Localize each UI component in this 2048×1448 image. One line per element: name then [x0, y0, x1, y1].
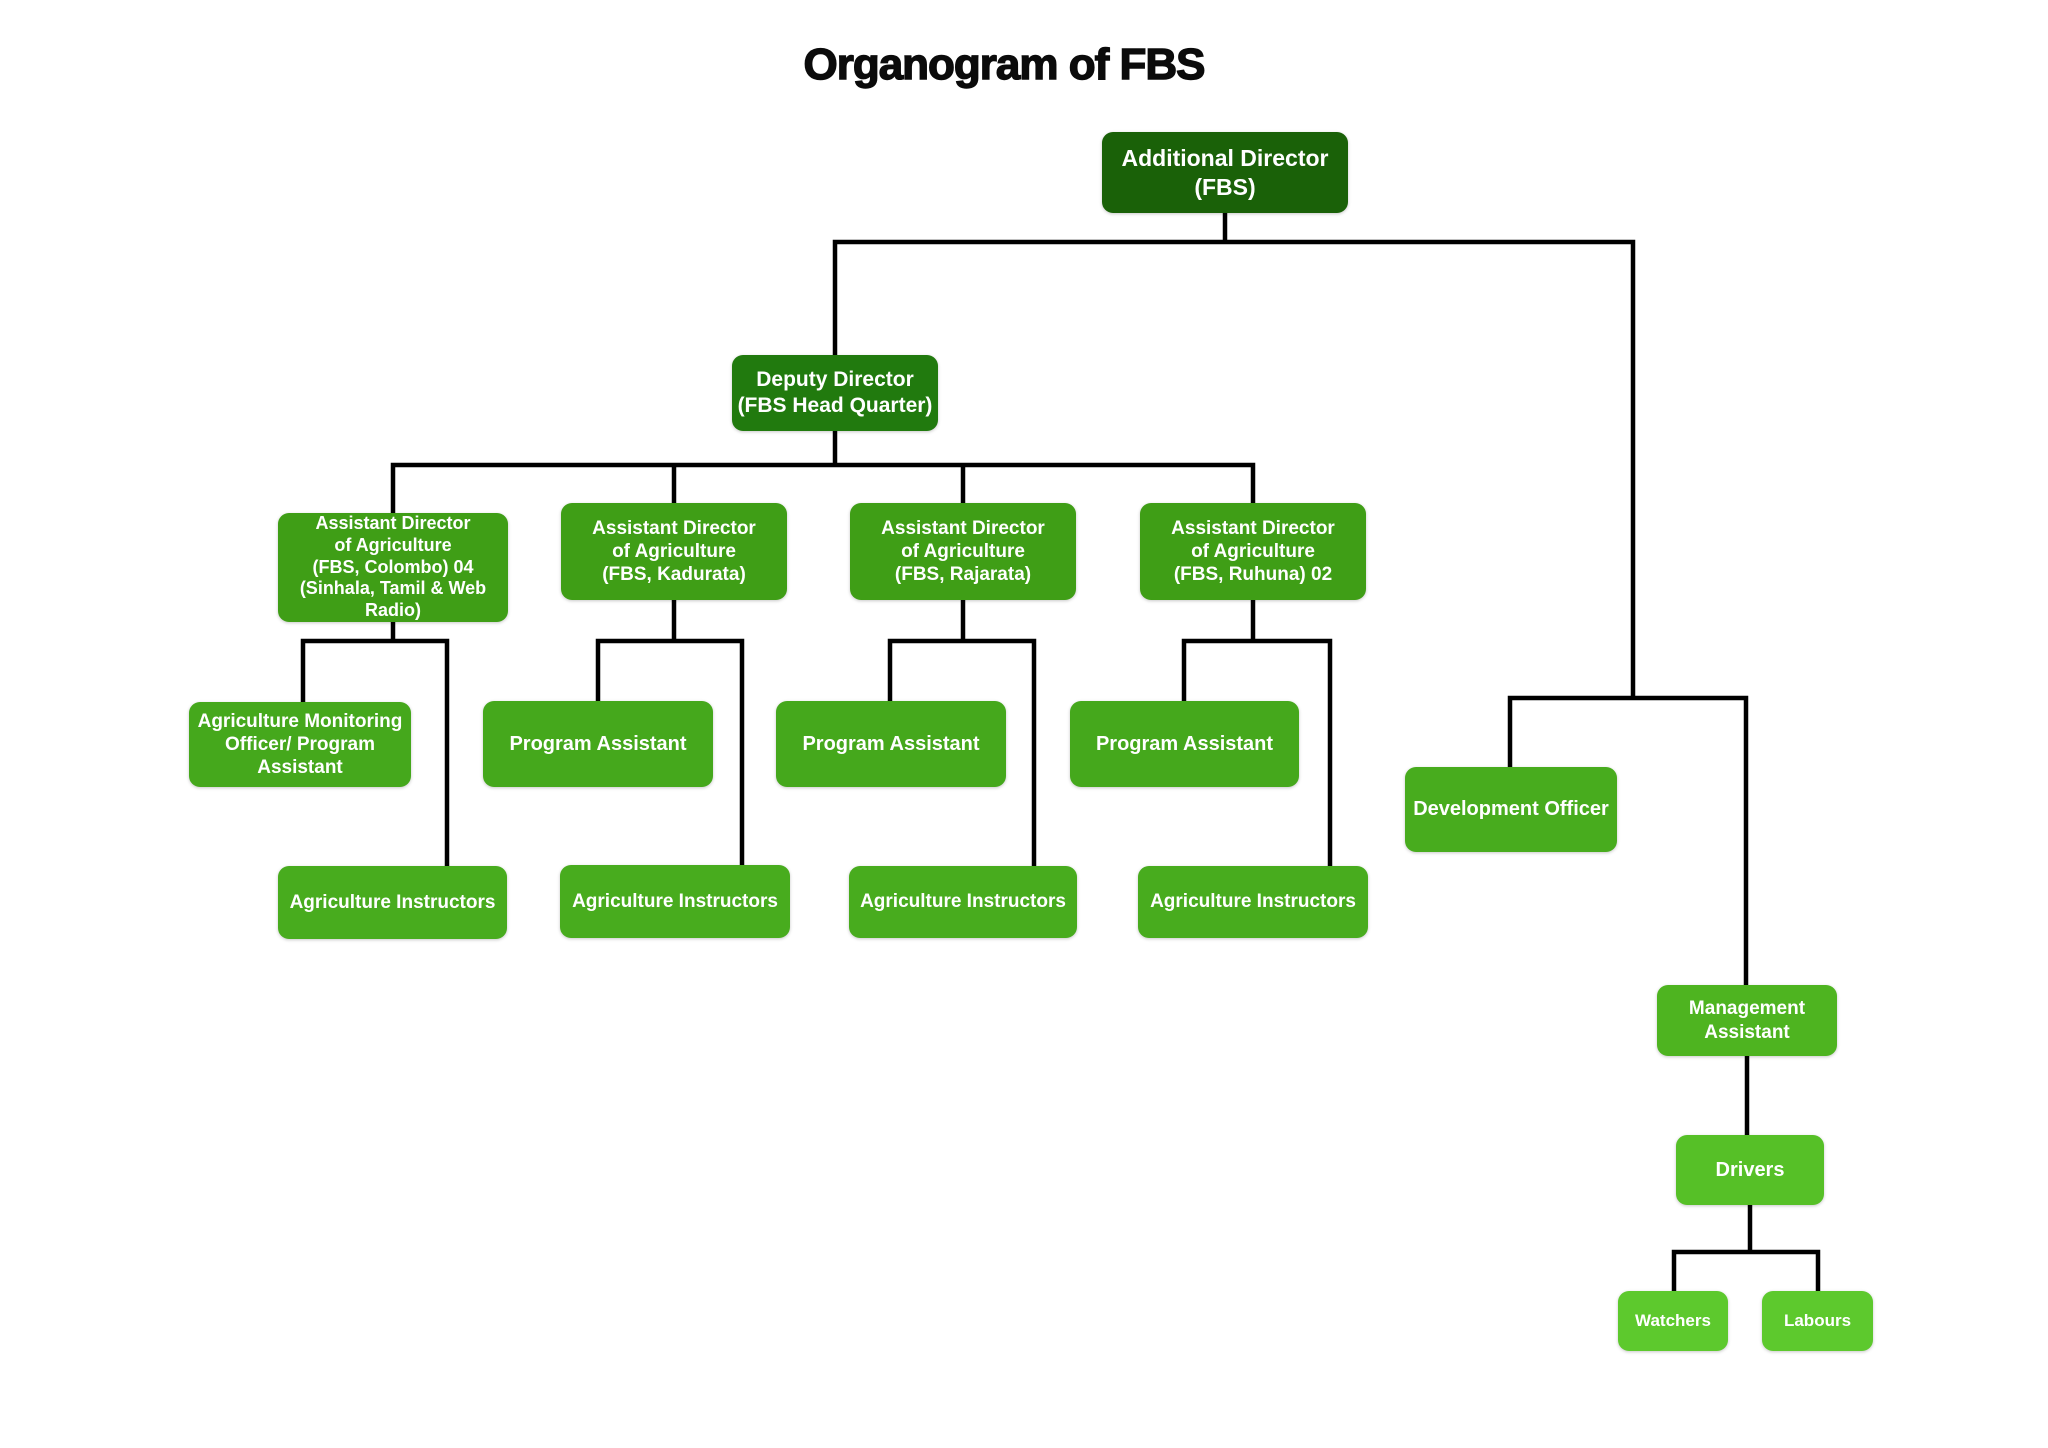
- node-label-line: Assistant Director: [1171, 517, 1335, 539]
- node-agriculture-instructors-1: Agriculture Instructors: [278, 866, 507, 939]
- node-label-line: Program Assistant: [802, 732, 980, 755]
- node-label-line: Agriculture Instructors: [860, 891, 1066, 913]
- node-agriculture-instructors-2: Agriculture Instructors: [560, 865, 790, 938]
- connector-subtree1-branch: [300, 638, 450, 872]
- node-development-officer: Development Officer: [1405, 767, 1617, 852]
- node-label-line: Agriculture Monitoring: [197, 710, 403, 732]
- node-label-line: Agriculture Instructors: [289, 891, 496, 913]
- node-label-line: (FBS, Kadurata): [602, 564, 746, 586]
- node-program-assistant-kadurata: Program Assistant: [483, 701, 713, 787]
- node-label-line: Development Officer: [1413, 798, 1609, 821]
- node-label-line: Agriculture Instructors: [1150, 891, 1356, 913]
- connector-subtree4-branch: [1181, 638, 1333, 872]
- chart-title: Organogram of FBS: [803, 39, 1206, 89]
- node-label-line: Program Assistant: [1095, 732, 1274, 755]
- node-label-line: (FBS, Rajarata): [894, 564, 1032, 586]
- node-program-assistant-ruhuna: Program Assistant: [1070, 701, 1299, 787]
- node-watchers: Watchers: [1618, 1291, 1728, 1351]
- node-label-line: Management: [1688, 998, 1806, 1020]
- node-label-line: (FBS): [1194, 173, 1256, 200]
- connector-right-split: [1507, 695, 1749, 985]
- node-label-line: Program Assistant: [509, 732, 687, 755]
- node-label-line: Labours: [1783, 1310, 1852, 1330]
- node-label-line: Assistant: [257, 757, 343, 779]
- node-label-line: Assistant Director: [592, 517, 756, 539]
- node-deputy-director: Deputy Director(FBS Head Quarter): [732, 355, 938, 431]
- node-label-line: Radio): [365, 600, 421, 621]
- node-label-line: Assistant Director: [315, 512, 471, 533]
- connector-subtree3-branch: [887, 638, 1037, 872]
- node-label-line: of Agriculture: [1191, 540, 1315, 562]
- node-label-line: (Sinhala, Tamil & Web: [299, 578, 487, 599]
- connector-top-bus: [832, 239, 1636, 698]
- connector-subtree2-branch: [595, 638, 745, 871]
- node-program-assistant-rajarata: Program Assistant: [776, 701, 1006, 787]
- node-labours: Labours: [1762, 1291, 1873, 1351]
- connector-deputy-bus: [390, 462, 1256, 513]
- node-label-line: of Agriculture: [901, 540, 1025, 562]
- node-drivers: Drivers: [1676, 1135, 1824, 1205]
- node-agriculture-instructors-4: Agriculture Instructors: [1138, 866, 1368, 938]
- connector-drivers-branch: [1671, 1249, 1821, 1297]
- node-label-line: Assistant: [1704, 1021, 1790, 1043]
- node-label-line: (FBS, Colombo) 04: [312, 556, 474, 577]
- node-label-line: (FBS, Ruhuna) 02: [1173, 564, 1333, 586]
- node-label-line: (FBS Head Quarter): [737, 394, 933, 417]
- node-label-line: of Agriculture: [334, 534, 452, 555]
- node-label-line: Watchers: [1635, 1310, 1711, 1330]
- node-label-line: of Agriculture: [612, 540, 736, 562]
- node-label-line: Assistant Director: [881, 517, 1045, 539]
- node-additional-director: Additional Director(FBS): [1102, 132, 1348, 213]
- node-label-line: Deputy Director: [756, 368, 914, 392]
- node-agriculture-instructors-3: Agriculture Instructors: [849, 866, 1077, 938]
- node-label-line: Drivers: [1715, 1158, 1785, 1181]
- node-label-line: Officer/ Program: [225, 733, 375, 755]
- node-label-line: Agriculture Instructors: [572, 890, 778, 912]
- node-label-line: Additional Director: [1121, 145, 1329, 172]
